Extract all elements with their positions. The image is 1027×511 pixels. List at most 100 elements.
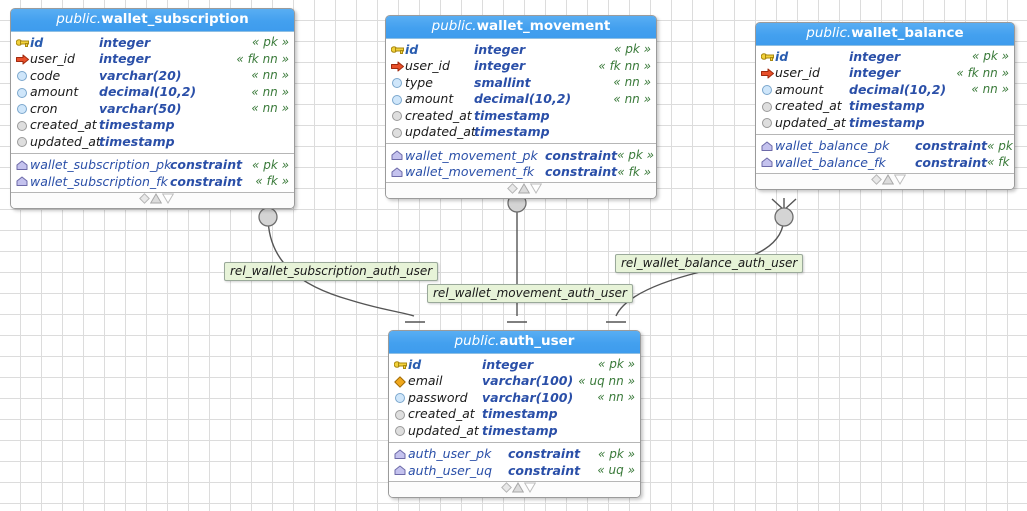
table-header-wallet_balance[interactable]: public.wallet_balance [756,23,1014,46]
triangle-down-icon[interactable] [529,183,543,198]
relationship-label-rel_wallet_balance_auth_user[interactable]: rel_wallet_balance_auth_user [615,254,804,273]
column-name: id [405,41,419,57]
column-type: integer [482,356,534,372]
constraint-flag: « pk » [987,138,1014,153]
column-type: decimal(10,2) [99,84,197,100]
relationship-label-rel_wallet_subscription_auth_user[interactable]: rel_wallet_subscription_auth_user [224,262,439,281]
column-icon-wrap [760,82,775,96]
column-flag: « fk nn » [956,65,1009,80]
constraint-name: wallet_balance_pk [775,138,890,154]
table-header-wallet_subscription[interactable]: public.wallet_subscription [11,9,294,32]
not-null-icon [392,78,402,89]
constraint-name: wallet_movement_pk [405,147,538,163]
triangle-down-icon[interactable] [161,193,174,208]
table-footer-wallet_subscription[interactable] [11,191,294,208]
nullable-icon [392,111,402,122]
column-icon-wrap [760,115,775,129]
not-null-icon [392,94,402,105]
nullable-icon [395,426,405,437]
column-icon-wrap [760,66,775,80]
primary-key-icon [394,359,407,370]
column-icon-wrap [760,49,775,63]
constraint-type: constraint [915,138,988,154]
triangle-down-icon[interactable] [523,482,536,497]
column-row[interactable]: created_at timestamp [756,98,1014,115]
nullable-icon [395,409,405,420]
column-icon-wrap [760,99,775,113]
column-type: timestamp [849,98,925,114]
table-footer-auth_user[interactable] [389,480,640,497]
column-type: varchar(100) [482,389,574,405]
relationship-label-rel_wallet_movement_auth_user[interactable]: rel_wallet_movement_auth_user [427,284,633,303]
triangle-up-icon[interactable] [149,192,162,208]
constraint-type: constraint [170,157,243,173]
column-type: integer [474,58,526,74]
column-name: updated_at [408,422,479,438]
triangle-down-icon[interactable] [893,174,907,189]
diamond-icon[interactable] [871,173,882,189]
column-name: id [775,48,789,64]
column-flag: « pk » [613,42,651,57]
diamond-icon[interactable] [507,183,518,198]
constraint-icon-wrap [760,139,775,153]
primary-key-icon [16,37,29,48]
constraint-type: constraint [915,154,988,170]
constraint-name: wallet_balance_fk [775,154,886,170]
triangle-up-icon[interactable] [881,173,895,189]
column-type: timestamp [99,117,175,133]
triangle-up-icon[interactable] [511,481,524,497]
constraint-type: constraint [508,462,581,478]
diamond-icon[interactable] [138,192,150,208]
column-name: type [405,74,433,90]
diamond-icon[interactable] [500,481,512,497]
table-header-wallet_movement[interactable]: public.wallet_movement [386,16,656,39]
constraint-type: constraint [545,147,618,163]
constraint-icon-wrap [393,463,408,477]
table-footer-wallet_movement[interactable] [386,182,656,198]
constraint-row[interactable]: wallet_balance_pk constraint« pk » [756,138,1014,155]
column-type: varchar(20) [99,67,182,83]
column-name: created_at [775,98,842,114]
column-name: updated_at [775,114,846,130]
constraint-flag: « pk » [597,446,635,461]
triangle-up-icon[interactable] [517,183,531,198]
constraint-icon [761,157,773,168]
table-header-auth_user[interactable]: public.auth_user [389,331,640,354]
table-footer-wallet_balance[interactable] [756,172,1014,189]
